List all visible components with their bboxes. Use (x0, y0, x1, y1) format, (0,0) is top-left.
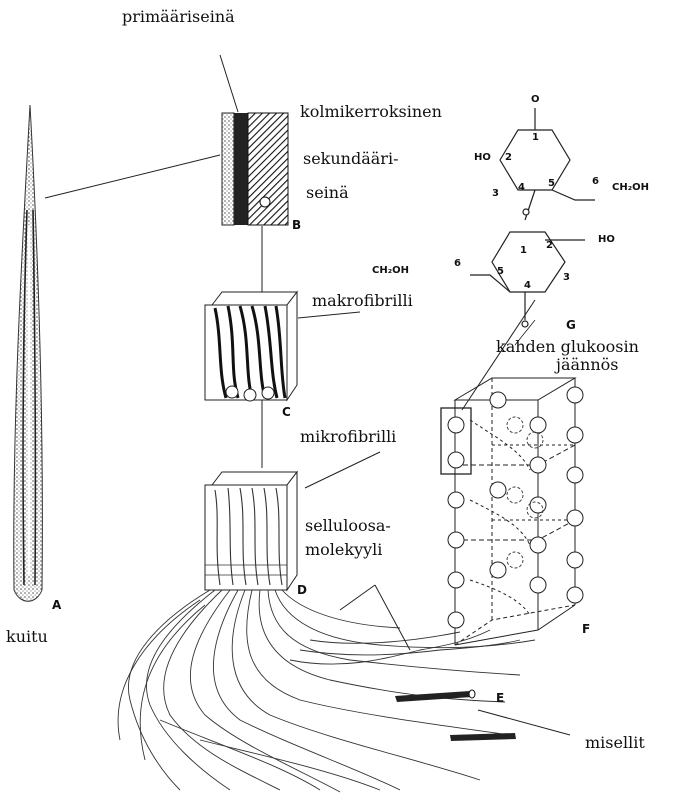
microfibril-block-d (205, 472, 297, 590)
letter-f: F (582, 622, 590, 636)
ring1-atom-2: 2 (505, 152, 512, 163)
cellulose-leader-2 (375, 585, 410, 650)
fiber-a (14, 105, 43, 601)
ring2-atom-2: 2 (546, 240, 553, 251)
macrofibril-label: makrofibrilli (312, 292, 413, 310)
letter-b: B (292, 218, 301, 232)
ring2-atom-6: 6 (454, 258, 461, 269)
letter-g: G (566, 318, 576, 332)
micelles-label: misellit (585, 734, 645, 752)
ring2-atom-3: 3 (563, 272, 570, 283)
hydroxyl-upper: HO (474, 152, 491, 163)
cellulose-leader-1 (340, 585, 375, 610)
ring1-atom-1: 1 (532, 132, 539, 143)
secondary-wall-label-line2: seinä (306, 184, 349, 202)
glucose-residue-label-line1: kahden glukoosin (496, 338, 639, 356)
ch2oh-right: CH₂OH (612, 182, 649, 193)
cell-wall-block-b (222, 113, 288, 225)
fiber-label: kuitu (6, 628, 48, 646)
ring1-atom-4: 4 (518, 182, 525, 193)
letter-a: A (52, 598, 61, 612)
glucose-residue-label-line2: jäännös (556, 356, 619, 374)
ring2-atom-4: 4 (524, 280, 531, 291)
fiber-to-wall-leader (45, 155, 220, 198)
cellulose-molecule-label-line1: selluloosa- (305, 517, 391, 535)
ring2-atom-1: 1 (520, 245, 527, 256)
microfibril-label: mikrofibrilli (300, 428, 396, 446)
three-layer-label: kolmikerroksinen (300, 103, 442, 121)
letter-d: D (297, 583, 307, 597)
macrofibril-block-c (205, 292, 297, 401)
lattice-molecule-circles (448, 387, 583, 628)
letter-e: E (496, 691, 504, 705)
secondary-wall-label-line1: sekundääri- (303, 150, 398, 168)
ring1-atom-5: 5 (548, 178, 555, 189)
ring2-atom-5: 5 (497, 266, 504, 277)
cellulose-molecule-label-line2: molekyyli (305, 541, 382, 559)
microfibril-leader (305, 452, 380, 488)
ring1-atom-6: 6 (592, 176, 599, 187)
micelles-leader (478, 710, 570, 735)
primary-wall-label: primääriseinä (122, 8, 235, 26)
hydroxyl-lower: HO (598, 234, 615, 245)
macrofibril-leader (298, 312, 360, 318)
letter-c: C (282, 405, 291, 419)
crystal-lattice-f (441, 378, 575, 645)
oxygen-top: O (531, 94, 540, 105)
primary-wall-leader (220, 55, 238, 112)
ch2oh-left: CH₂OH (372, 265, 409, 276)
ring1-atom-3: 3 (492, 188, 499, 199)
